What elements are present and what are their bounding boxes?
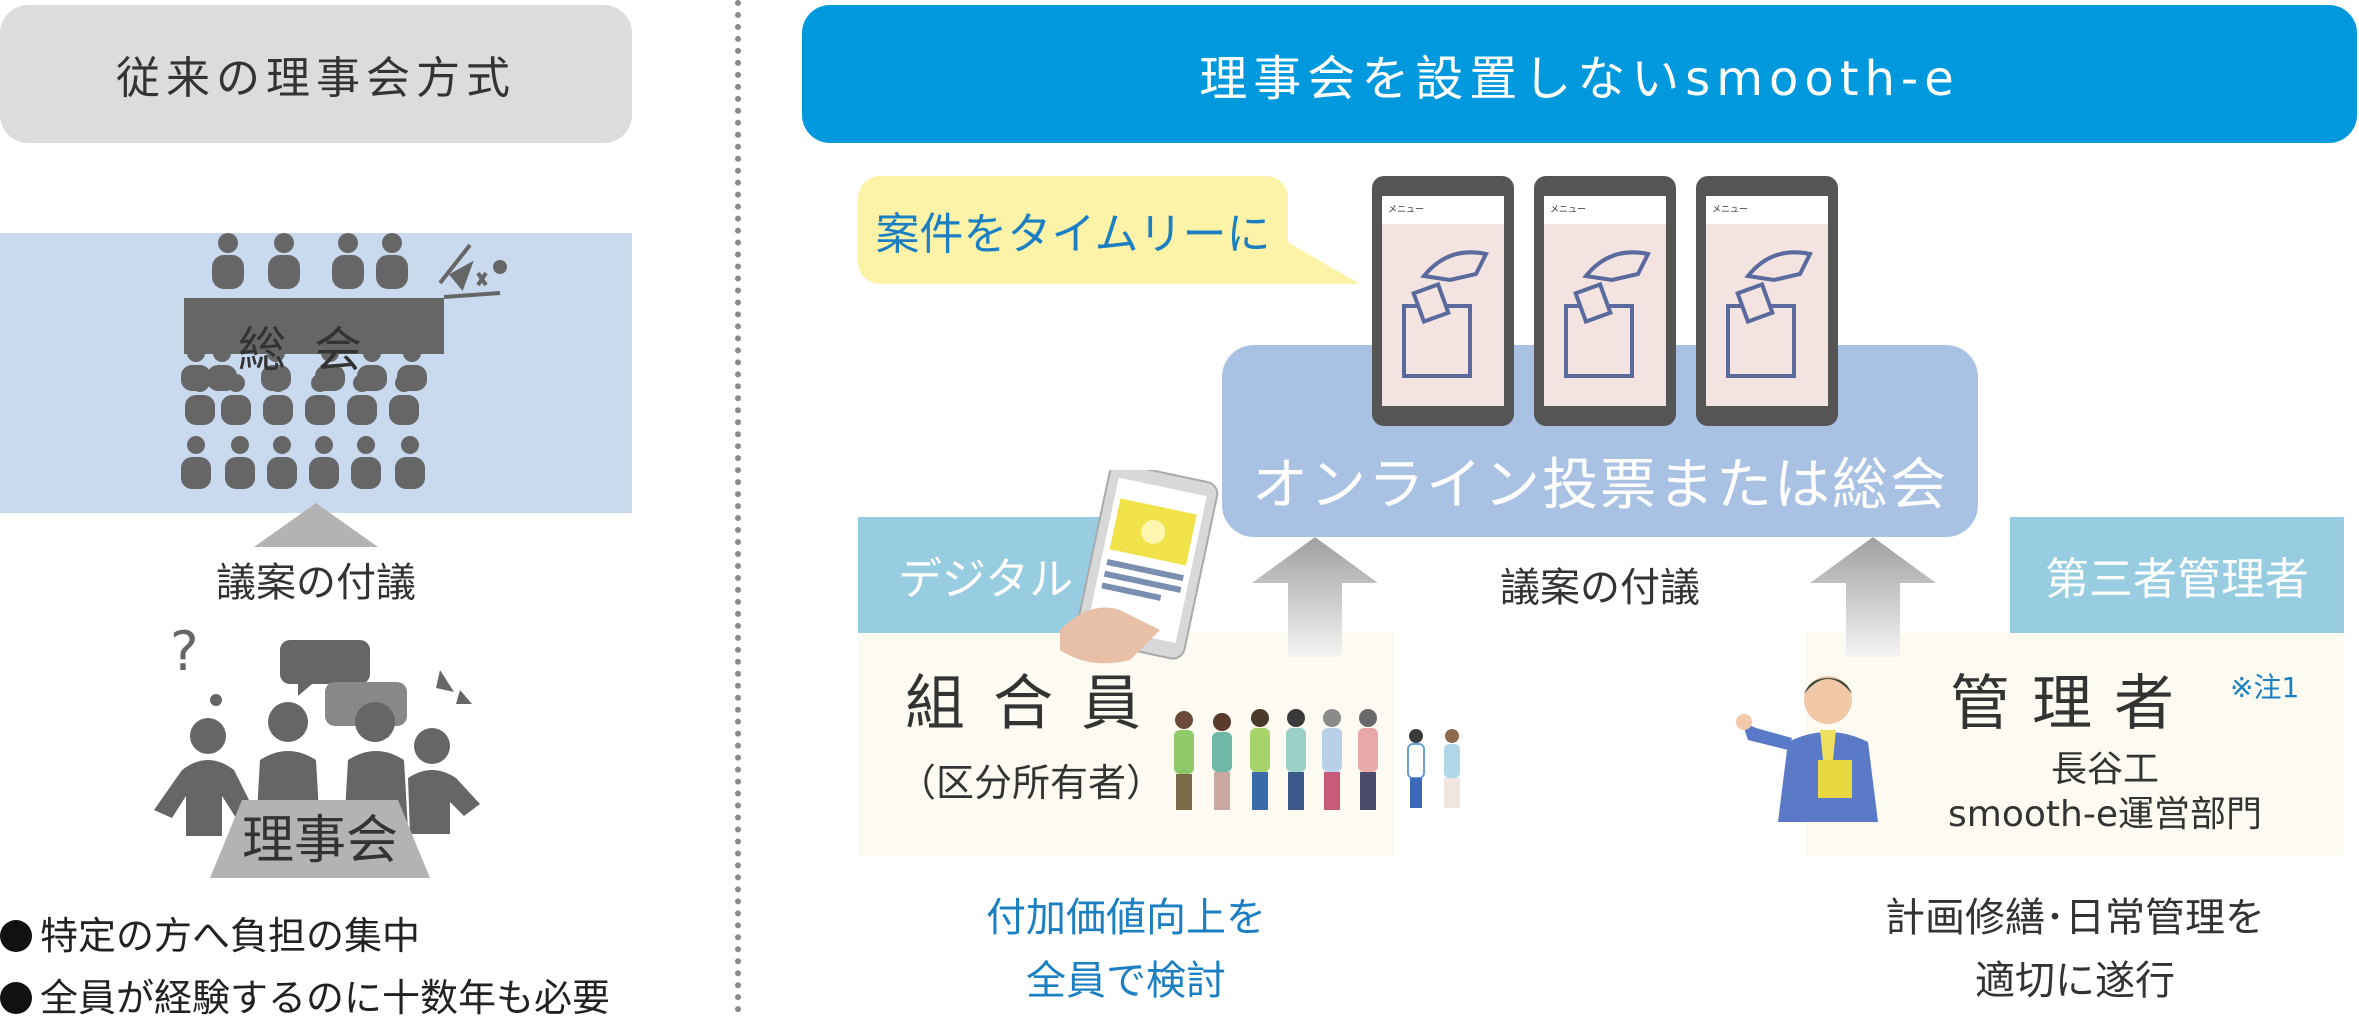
right-agenda-label: 議案の付議: [1500, 565, 1700, 611]
manager-department: smooth-e運営部門: [1948, 794, 2262, 835]
members-benefit-line-2: 全員で検討: [1026, 958, 1226, 1004]
board-label: 理事会: [241, 811, 398, 871]
left-title: 従来の理事会方式: [0, 5, 632, 143]
members-subtitle: （区分所有者）: [898, 761, 1165, 805]
board-members-icon: ?: [154, 620, 480, 878]
smartphone: メニュー: [1372, 176, 1514, 426]
right-title: 理事会を設置しないsmooth-e: [802, 5, 2357, 143]
manager-benefit-line-1: 計画修繕･日常管理を: [1885, 895, 2265, 941]
manager-company: 長谷工: [2050, 749, 2159, 790]
smartphone: メニュー: [1696, 176, 1838, 426]
up-arrow-icon: [254, 503, 378, 547]
members-benefit-line-1: 付加価値向上を: [986, 895, 1266, 941]
online-vote-label: オンライン投票または総会: [1252, 453, 1948, 518]
bubble-tail: [1270, 232, 1360, 284]
manager-person-icon: [1736, 676, 1878, 822]
members-title: 組合員: [905, 669, 1169, 739]
meeting-table: [184, 298, 444, 354]
ballot-box-icon: [1726, 250, 1813, 378]
general-meeting-label: 総会: [237, 322, 390, 378]
ballot-box-icon: [1564, 250, 1651, 378]
bullet-dot-icon: [0, 982, 32, 1014]
svg-text:?: ?: [170, 620, 199, 683]
manager-benefit-line-2: 適切に遂行: [1975, 958, 2175, 1004]
bullet-item: 特定の方へ負担の集中: [0, 905, 420, 960]
left-agenda-label: 議案の付議: [216, 560, 416, 606]
tablet-hand-icon: [1060, 470, 1219, 664]
meeting-audience-icon: [181, 233, 507, 489]
bullet-dot-icon: [0, 920, 32, 952]
ballot-box-icon: [1402, 250, 1489, 378]
manager-panel: [1806, 633, 2344, 855]
timely-bubble: 案件をタイムリーに: [858, 176, 1288, 284]
bullet-item: 全員が経験するのに十数年も必要: [0, 967, 610, 1022]
members-crowd-icon: [1174, 709, 1460, 810]
up-arrow-icon: [1252, 537, 1378, 657]
up-arrow-icon: [1810, 537, 1936, 657]
manager-title: 管理者: [1950, 669, 2196, 739]
third-party-manager-tab: 第三者管理者: [2010, 517, 2344, 633]
dotted-divider: [735, 0, 741, 1013]
manager-note: ※注1: [2230, 671, 2300, 704]
smartphone: メニュー: [1534, 176, 1676, 426]
